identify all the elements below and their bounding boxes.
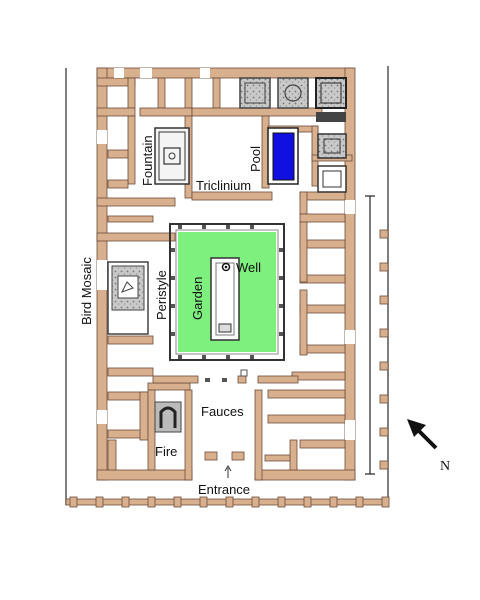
peristyle-column: [202, 225, 206, 229]
peristyle-column: [178, 355, 182, 359]
street-post: [69, 496, 78, 508]
street-pier: [379, 394, 389, 404]
peristyle-column: [171, 276, 175, 280]
street-pier: [379, 328, 389, 338]
label-bird-mosaic: Bird Mosaic: [79, 257, 94, 325]
fountain: [154, 127, 190, 185]
peristyle-column: [250, 355, 254, 359]
peristyle-column: [279, 248, 283, 252]
dimension-bracket: [365, 195, 375, 475]
street-post: [225, 496, 234, 508]
street-pier: [379, 295, 389, 305]
north-arrow: N: [407, 419, 450, 474]
street-post: [303, 496, 312, 508]
peristyle-column: [202, 355, 206, 359]
label-peristyle: Peristyle: [154, 270, 169, 320]
label-fauces: Fauces: [201, 404, 244, 419]
label-fountain: Fountain: [140, 135, 155, 186]
peristyle-column: [171, 304, 175, 308]
label-well: Well: [236, 260, 261, 275]
peristyle-column: [171, 332, 175, 336]
peristyle-column: [178, 225, 182, 229]
north-label: N: [440, 459, 450, 474]
peristyle-column: [279, 276, 283, 280]
street-post: [355, 496, 364, 508]
label-pool: Pool: [248, 146, 263, 172]
fire-hearth: [154, 401, 182, 433]
street-post: [329, 496, 338, 508]
street-post: [95, 496, 104, 508]
street-post: [277, 496, 286, 508]
street-pier: [379, 427, 389, 437]
peristyle-column: [226, 355, 230, 359]
pool: [267, 127, 299, 185]
street-pier: [379, 229, 389, 239]
street-posts: [69, 496, 390, 508]
right-street-marks: [379, 229, 389, 470]
label-triclinium: Triclinium: [196, 178, 251, 193]
street-pier: [379, 262, 389, 272]
street-post: [199, 496, 208, 508]
label-fire: Fire: [155, 444, 177, 459]
peristyle-column: [226, 225, 230, 229]
label-entrance: Entrance: [198, 482, 250, 497]
peristyle-column: [171, 248, 175, 252]
peristyle-court: [169, 223, 285, 361]
mosaic-floors: [239, 77, 347, 193]
street-post: [121, 496, 130, 508]
street-post: [173, 496, 182, 508]
peristyle-column: [250, 225, 254, 229]
door-openings: [97, 68, 355, 480]
street-pier: [379, 460, 389, 470]
pool-water: [272, 132, 295, 181]
bird-mosaic: [107, 261, 149, 335]
street-post: [381, 496, 390, 508]
street-post: [251, 496, 260, 508]
peristyle-column: [279, 304, 283, 308]
street-post: [147, 496, 156, 508]
fauces-details: [204, 369, 248, 478]
peristyle-column: [279, 332, 283, 336]
label-garden: Garden: [190, 277, 205, 320]
street-pier: [379, 361, 389, 371]
